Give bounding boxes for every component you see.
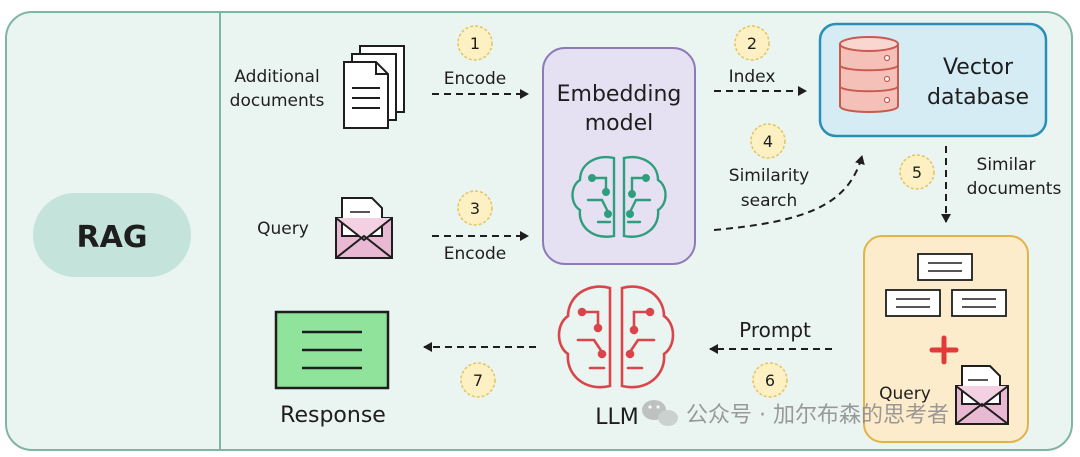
llm-brain-icon [557,285,675,389]
documents-label: Additional [234,67,319,87]
arrow-similarity-search [713,155,865,231]
step-5-label-2: documents [967,179,1062,199]
query-label: Query [257,219,309,239]
step-5: 5 Similar documents [899,154,1062,199]
context-query-label: Query [879,384,931,404]
context-box: Query [863,235,1029,443]
response-box [274,310,390,390]
step-2: 2 Index [729,25,776,87]
response-label: Response [280,403,386,428]
embedding-model-title-2: model [585,111,654,136]
step-6-number: 6 [765,371,775,390]
plus-icon [929,335,959,365]
step-6: 6 [752,362,788,398]
vector-db-title: Vector [943,55,1014,80]
step-4-label-2: search [741,191,797,211]
step-3: 3 Encode [444,190,507,264]
step-4-label: Similarity [729,166,809,186]
step-2-label: Index [729,67,776,87]
retrieved-docs-icon [885,253,1007,317]
step-1-label: Encode [444,69,507,89]
diagram-frame [5,11,1073,451]
context-envelope-icon [955,365,1009,425]
step-5-label: Similar [977,155,1036,175]
step-4: 4 Similarity search [729,123,809,211]
documents-icon [343,45,405,129]
step-7: 7 [460,362,496,398]
llm-label: LLM [595,405,639,430]
step-5-number: 5 [912,163,922,182]
brain-icon [571,155,667,238]
step-6-label: Prompt [739,318,811,342]
step-1: 1 Encode [444,25,507,89]
step-4-number: 4 [763,132,773,151]
rag-label: RAG [77,220,148,255]
wechat-icon [642,400,678,426]
watermark: 公众号 · 加尔布森的思考者 [642,400,949,428]
embedding-model-title: Embedding [557,82,682,107]
step-3-number: 3 [470,199,480,218]
envelope-icon [335,197,393,259]
rag-pill: RAG [33,193,191,277]
documents-input: Additional documents [230,45,405,129]
step-7-number: 7 [473,371,483,390]
step-2-number: 2 [747,34,757,53]
vector-database-box: Vector database [818,22,1048,138]
embedding-model-box: Embedding model [542,47,696,265]
documents-label-2: documents [230,91,325,111]
step-3-label: Encode [444,244,507,264]
watermark-text: 公众号 · 加尔布森的思考者 [686,403,949,428]
database-icon [839,36,899,113]
step-1-number: 1 [470,34,480,53]
vector-db-title-2: database [927,85,1029,110]
query-input: Query [257,197,393,259]
